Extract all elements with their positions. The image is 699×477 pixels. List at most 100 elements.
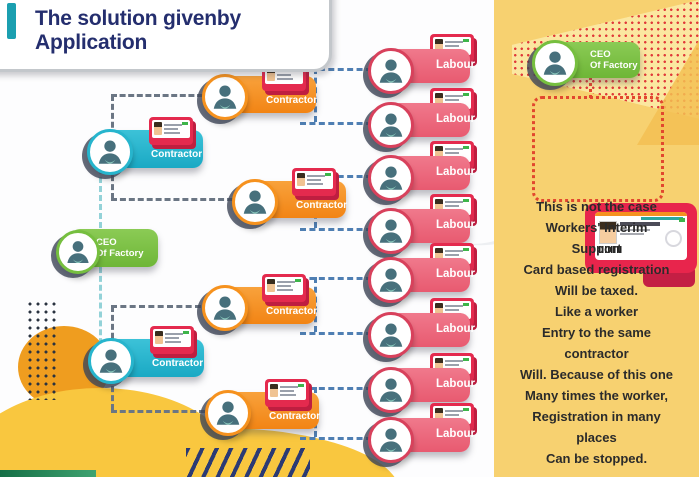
- id-card-photo: [267, 68, 275, 81]
- id-card-photo: [599, 221, 617, 244]
- id-card-text-line: [445, 99, 459, 101]
- id-card-text-line: [307, 179, 321, 181]
- person-icon: [368, 48, 414, 94]
- id-card-text-line: [164, 128, 178, 130]
- id-card-barcode: [599, 246, 622, 253]
- id-card-photo: [435, 39, 443, 52]
- connector-line: [99, 168, 102, 228]
- connector-line: [300, 68, 372, 71]
- id-card-orange-band: [595, 212, 687, 216]
- bottom-green-bar: [0, 470, 96, 477]
- id-card-photo: [270, 384, 278, 397]
- id-card-text-line: [277, 78, 293, 80]
- id-card-text-line: [445, 201, 463, 203]
- id-card-chip: [182, 122, 188, 125]
- id-card-photo: [435, 146, 443, 159]
- person-icon: [368, 155, 414, 201]
- id-card-teal-band: [641, 217, 683, 220]
- id-card-text-line: [445, 148, 463, 150]
- id-card-text-line: [620, 233, 644, 235]
- id-card-chip: [463, 408, 469, 411]
- id-card-text-line: [277, 289, 293, 291]
- sidebar-message-line: This is not the case: [536, 199, 657, 214]
- id-card-seal: [665, 230, 682, 247]
- connector-line: [99, 267, 102, 353]
- id-card-text-line: [277, 74, 291, 76]
- sidebar-message-line: contractor: [564, 346, 629, 361]
- connector-line: [300, 332, 372, 335]
- connector-line: [111, 305, 201, 308]
- person-icon: [88, 338, 134, 384]
- id-card-text-line: [445, 95, 463, 97]
- connector-line: [300, 175, 372, 178]
- id-card-chip: [183, 331, 189, 334]
- teal-accent-bar: [7, 3, 16, 39]
- person-icon: [368, 208, 414, 254]
- id-card-face: [268, 382, 306, 400]
- id-card-chip: [325, 173, 331, 176]
- id-card-icon: [262, 274, 306, 302]
- id-card-icon: [150, 326, 194, 354]
- id-card-chip: [463, 39, 469, 42]
- person-icon: [368, 312, 414, 358]
- id-card-text-line: [445, 414, 459, 416]
- id-card-graphic: [585, 203, 697, 291]
- id-card-text-line: [445, 152, 459, 154]
- id-card-text-line: [445, 360, 463, 362]
- sidebar-message-line: places: [576, 430, 617, 445]
- id-card-text-line: [445, 205, 459, 207]
- page-title: The solution givenby Application: [35, 7, 242, 54]
- sidebar-message-line: Can be stopped.: [545, 451, 648, 466]
- connector-line: [300, 122, 372, 125]
- person-icon: [87, 129, 133, 175]
- id-card-text-line: [307, 183, 323, 185]
- sidebar-message-line: Will. Because of this one: [519, 367, 674, 382]
- id-card-icon: [595, 212, 687, 260]
- person-icon: [532, 40, 578, 86]
- sidebar-message-line: Like a worker: [554, 304, 639, 319]
- id-card-face: [152, 120, 190, 138]
- id-card-text-line: [164, 124, 182, 126]
- dotted-card-frame: [532, 96, 697, 287]
- sidebar-message-line: Many times the worker,: [524, 388, 669, 403]
- person-icon: [368, 417, 414, 463]
- id-card-face: [295, 171, 333, 189]
- sidebar-message-line: Will be taxed.: [555, 283, 638, 298]
- id-card-text-line: [445, 45, 459, 47]
- id-card-text-line: [620, 229, 650, 231]
- id-card-chip: [679, 218, 685, 222]
- id-card-text-line: [165, 341, 181, 343]
- id-card-text-line: [445, 364, 459, 366]
- connector-line: [300, 228, 372, 231]
- id-card-photo: [267, 279, 275, 292]
- id-card-photo: [435, 248, 443, 261]
- connector-line: [300, 277, 372, 280]
- id-card-photo: [435, 408, 443, 421]
- id-card-text-line: [445, 254, 459, 256]
- id-card-photo: [154, 122, 162, 135]
- person-icon: [232, 179, 278, 225]
- id-card-icon: [265, 379, 309, 407]
- id-card-name-line: [620, 222, 660, 226]
- connector-line: [300, 387, 372, 390]
- sidebar-message-line: Entry to the same: [541, 325, 652, 340]
- connector-line: [111, 94, 203, 97]
- id-card-text-line: [307, 175, 325, 177]
- id-card-text-line: [280, 386, 298, 388]
- id-card-text-line: [445, 309, 459, 311]
- connector-line: [111, 198, 233, 201]
- person-icon: [368, 102, 414, 148]
- sidebar-message-line: Workers' Interim: [545, 220, 648, 235]
- id-card-photo: [297, 173, 305, 186]
- id-card-chip: [463, 146, 469, 149]
- diagonal-stripes-decoration: [186, 448, 310, 477]
- id-card-chip: [463, 303, 469, 306]
- dotted-connector: [589, 72, 592, 98]
- person-icon: [202, 74, 248, 120]
- id-card-text-line: [165, 333, 183, 335]
- id-card-chip: [463, 358, 469, 361]
- id-card-text-line: [277, 281, 295, 283]
